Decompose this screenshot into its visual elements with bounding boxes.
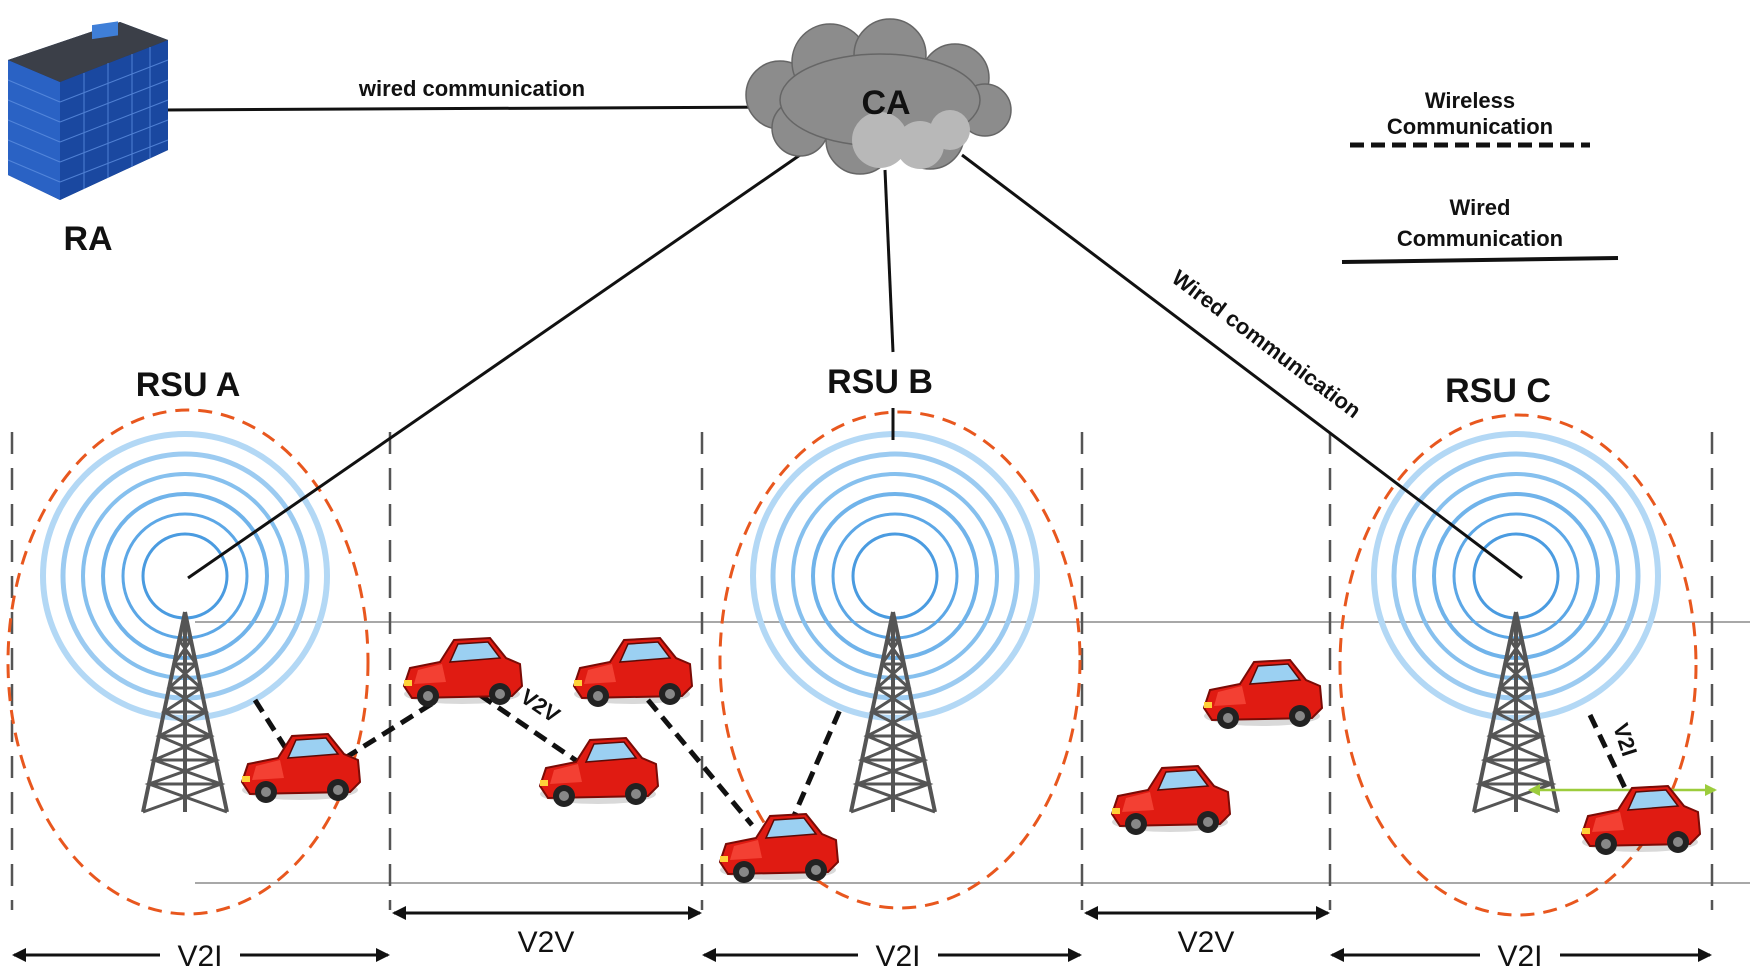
- rsu-a-label: RSU A: [136, 366, 241, 404]
- ca-label: CA: [861, 84, 910, 122]
- wired-link-ra-ca: [162, 105, 779, 112]
- rsu-a-coverage-area: [6, 408, 370, 916]
- zone-label: V2I: [177, 940, 222, 973]
- zone-label: V2I: [1497, 940, 1542, 973]
- car-icon: [241, 733, 361, 804]
- rsu-c-coverage-area: [1338, 413, 1698, 917]
- zone-dividers: [10, 432, 1714, 910]
- ca-cloud-icon: [745, 18, 1012, 175]
- rsu-b-coverage-area: [718, 410, 1082, 910]
- ra-building-icon: [7, 21, 169, 200]
- link-label-ra-ca: wired communication: [358, 76, 585, 101]
- wired-link-ca-rsu-c: [961, 153, 1523, 580]
- car-icon: [1581, 785, 1701, 856]
- car-icon: [573, 637, 693, 708]
- link-label-v2v: V2V: [516, 684, 565, 728]
- link-label-ca-rsu-c: Wired communication: [1167, 265, 1365, 423]
- car-icon: [1203, 659, 1323, 730]
- rsu-b-label: RSU B: [827, 363, 933, 401]
- legend-wired-line: [1341, 256, 1619, 264]
- link-label-v2i: V2I: [1608, 720, 1642, 759]
- legend-wireless-label-1: Wireless: [1425, 88, 1515, 113]
- zone-labels: V2I V2V V2I V2V V2I: [160, 926, 1560, 973]
- wireless-links: [252, 692, 1628, 827]
- legend-wired-label-1: Wired: [1450, 195, 1511, 220]
- zone-label: V2I: [875, 940, 920, 973]
- car-icon: [719, 813, 839, 884]
- car-icon: [403, 637, 523, 708]
- legend-wireless-label-2: Communication: [1387, 114, 1553, 139]
- rsu-c-label: RSU C: [1445, 372, 1551, 410]
- car-icon: [1111, 765, 1231, 836]
- zone-label: V2V: [518, 926, 575, 959]
- legend-wired-label-2: Communication: [1397, 226, 1563, 251]
- wired-link-ca-rsu-b: [883, 169, 895, 353]
- zone-label: V2V: [1178, 926, 1235, 959]
- ra-label: RA: [63, 220, 112, 258]
- wired-link-ca-rsu-a: [187, 153, 801, 580]
